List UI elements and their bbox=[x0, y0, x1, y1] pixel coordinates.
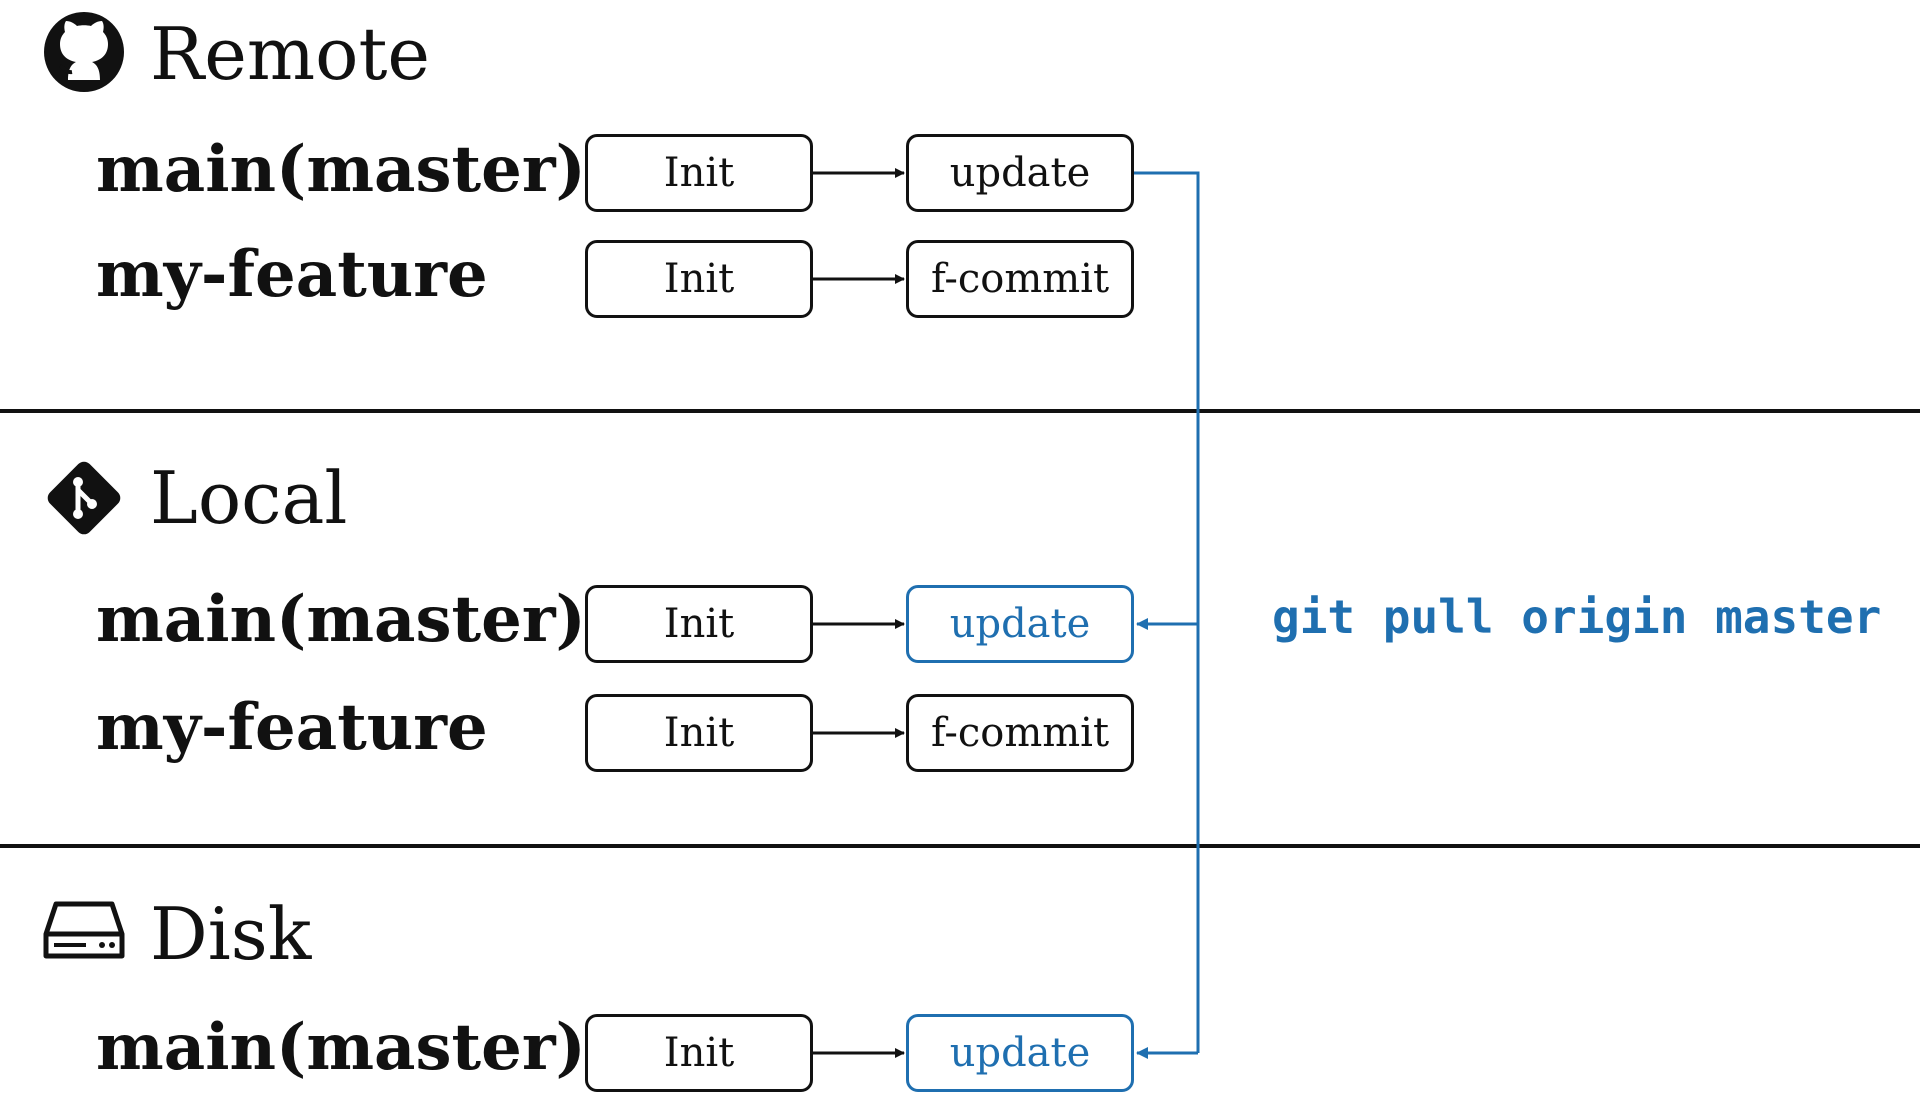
local-feature-branch-label: my-feature bbox=[96, 690, 488, 765]
remote-feature-fcommit-commit: f-commit bbox=[906, 240, 1134, 318]
disk-main-branch-label: main(master) bbox=[96, 1010, 586, 1085]
hard-drive-icon bbox=[42, 898, 126, 962]
disk-main-init-commit: Init bbox=[585, 1014, 813, 1092]
remote-section-title: Remote bbox=[150, 12, 430, 96]
local-main-init-commit: Init bbox=[585, 585, 813, 663]
remote-local-divider bbox=[0, 409, 1920, 413]
local-feature-fcommit-commit: f-commit bbox=[906, 694, 1134, 772]
local-feature-init-commit: Init bbox=[585, 694, 813, 772]
remote-feature-branch-label: my-feature bbox=[96, 237, 488, 312]
github-icon bbox=[42, 10, 126, 94]
git-icon bbox=[42, 456, 126, 540]
remote-main-update-commit: update bbox=[906, 134, 1134, 212]
disk-section-title: Disk bbox=[150, 892, 312, 976]
local-main-branch-label: main(master) bbox=[96, 582, 586, 657]
remote-feature-init-commit: Init bbox=[585, 240, 813, 318]
local-disk-divider bbox=[0, 844, 1920, 848]
remote-main-init-commit: Init bbox=[585, 134, 813, 212]
local-section-title: Local bbox=[150, 456, 348, 540]
pull-trunk-line bbox=[1134, 171, 1200, 1053]
remote-main-branch-label: main(master) bbox=[96, 132, 586, 207]
git-pull-command: git pull origin master bbox=[1272, 590, 1882, 644]
disk-main-update-commit: update bbox=[906, 1014, 1134, 1092]
local-main-update-commit: update bbox=[906, 585, 1134, 663]
